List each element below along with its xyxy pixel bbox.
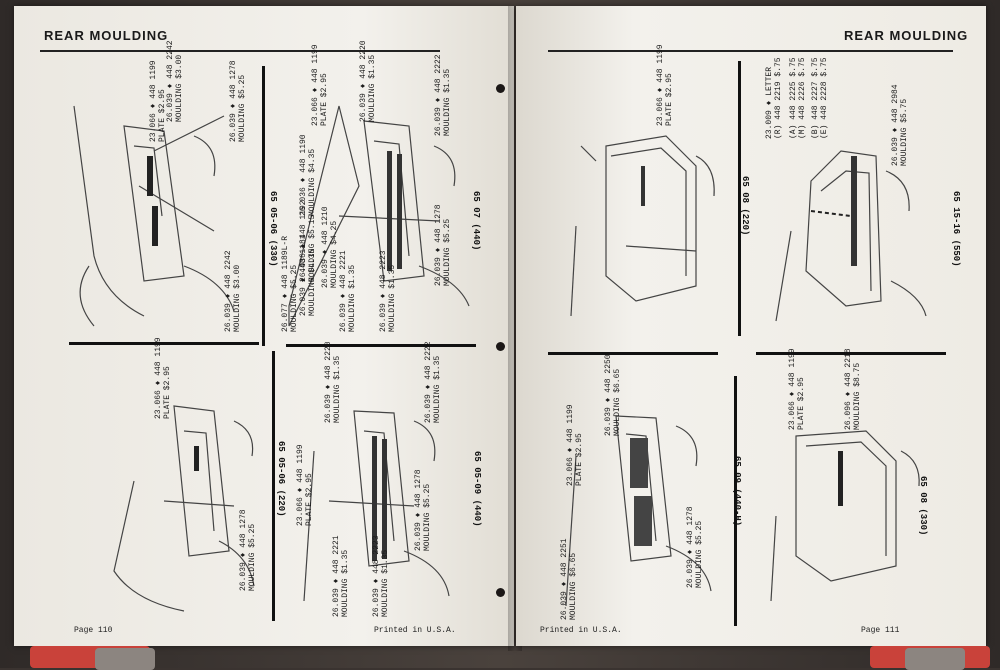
car-rear-drawing-220 (113, 405, 255, 612)
right-header-rule (548, 50, 953, 52)
model-code-15-16-550: 65 15-16 (550) (951, 191, 961, 267)
label-letter-b-e: (B) 448 2227 $.75(E) 448 2228 $.75 (811, 57, 829, 139)
right-divider-vertical-top (738, 61, 741, 336)
car-rear-drawing-15-16 (775, 150, 927, 322)
clip-right (905, 648, 965, 670)
left-footer-page: Page 110 (74, 626, 113, 635)
car-rear-drawing (73, 105, 235, 327)
model-code-07-440: 65 07 (440) (471, 191, 481, 251)
left-page-header: REAR MOULDING (44, 28, 169, 43)
binder-hole-middle (496, 342, 505, 351)
model-code-08-220: 65 08 (220) (740, 176, 750, 236)
car-rear-drawing-08-330 (770, 430, 920, 602)
label-letter-r: 23.009 ♦ LETTER(R) 448 2219 $.75 (765, 57, 783, 139)
right-page-header: REAR MOULDING (844, 28, 969, 43)
left-footer-print: Printed in U.S.A. (374, 626, 456, 635)
car-rear-drawing-07 (288, 105, 470, 327)
right-divider-vertical-bottom (734, 376, 737, 626)
label-letter-a-m: (A) 448 2225 $.75(M) 448 2226 $.75 (789, 57, 807, 139)
left-divider-vertical-bottom (272, 351, 275, 621)
left-divider-horizontal-b (286, 344, 476, 347)
right-divider-horizontal-a (548, 352, 718, 355)
model-code-05-09-440: 65 05-09 (440) (472, 451, 482, 527)
left-divider-horizontal-a (69, 342, 259, 345)
right-divider-horizontal-b (756, 352, 946, 355)
diagram-panel-15-16-550: 23.009 ♦ LETTER(R) 448 2219 $.75 (A) 448… (751, 57, 976, 341)
car-rear-drawing-08-220 (570, 135, 715, 317)
car-rear-drawing-05-09 (303, 410, 450, 602)
binder-hole-bottom (496, 588, 505, 597)
left-header-rule (40, 50, 440, 52)
right-footer-print: Printed in U.S.A. (540, 626, 622, 635)
right-footer-page: Page 111 (861, 626, 900, 635)
model-code-09-440h: 65 09 (440-H) (732, 456, 742, 527)
binder-hole-top (496, 84, 505, 93)
clip-left (95, 648, 155, 670)
left-divider-vertical-top (262, 66, 265, 346)
car-rear-drawing-09-440h (565, 415, 712, 607)
model-code-08-330: 65 08 (330) (918, 476, 928, 536)
